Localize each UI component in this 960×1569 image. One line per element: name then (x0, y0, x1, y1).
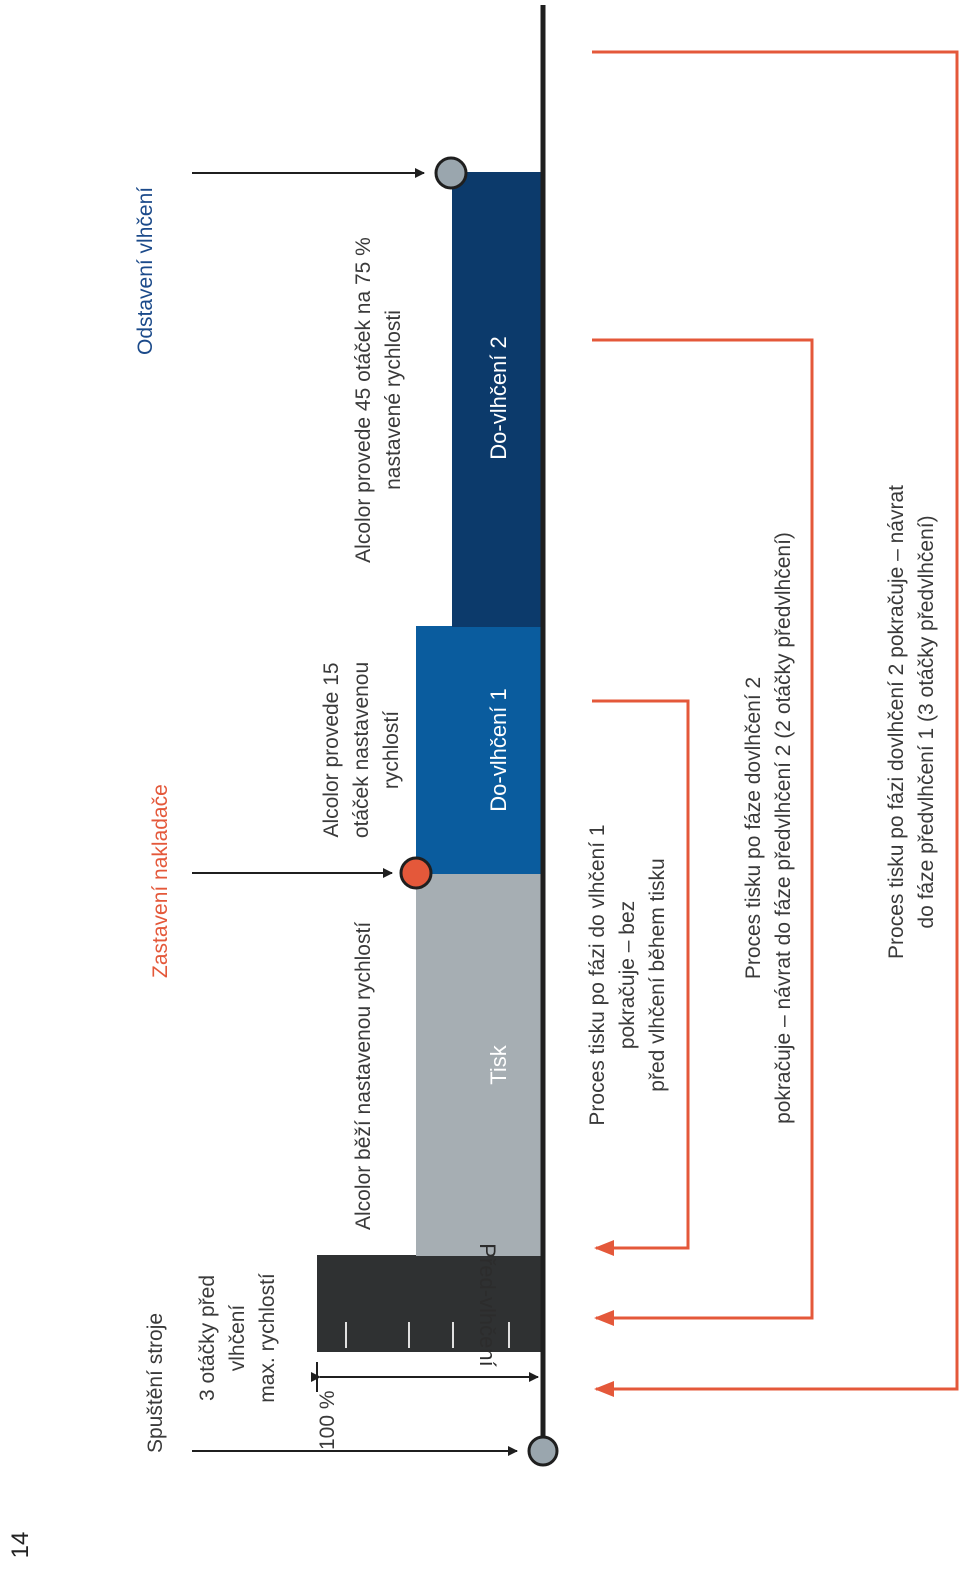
svg-text:před vlhčení během tisku: před vlhčení během tisku (646, 858, 669, 1091)
percent-label: 100 % (316, 1390, 339, 1450)
normal-speed-note: Alcolor běží nastavenou rychlostí (352, 922, 375, 1230)
svg-text:rychlostí: rychlostí (380, 711, 403, 789)
return-arrow-2 (592, 338, 814, 1326)
phase-label-after-dampening-1: Do-vlhčení 1 (486, 688, 511, 812)
feeder-stop-marker (399, 856, 433, 890)
after-dampening-2-note: Alcolor provede 45 otáček na 75 % nastav… (352, 237, 405, 563)
after-dampening-1-note: Alcolor provede 15 otáček nastavenou ryc… (320, 662, 403, 838)
svg-text:otáček nastavenou: otáček nastavenou (350, 662, 373, 838)
return-arrow-1 (592, 699, 690, 1256)
svg-text:3 otáčky před: 3 otáčky před (196, 1275, 219, 1401)
phase-bar-after-dampening-1 (416, 626, 543, 874)
return-note-3: Proces tisku po fázi dovlhčení 2 pokraču… (885, 485, 938, 959)
phase-label-pre-dampening: Před-vlhčení (475, 1243, 500, 1367)
return-note-1: Proces tisku po fázi do vlhčení 1 pokrač… (586, 824, 669, 1125)
phase-label-after-dampening-2: Do-vlhčení 2 (486, 336, 511, 460)
dampening-stop-marker (434, 156, 468, 190)
phase-bar-pre-dampening (317, 1255, 543, 1352)
feeder-stop-label: Zastavení nakladače (149, 784, 172, 978)
svg-text:do fáze předvlhčení 1 (3 otáčk: do fáze předvlhčení 1 (3 otáčky předvlhč… (915, 515, 938, 928)
svg-text:Proces tisku po fázi dovlhčení: Proces tisku po fázi dovlhčení 2 pokraču… (885, 485, 908, 959)
dampening-stop-label: Odstavení vlhčení (134, 187, 157, 355)
svg-text:Proces tisku po fáze dovlhčení: Proces tisku po fáze dovlhčení 2 (742, 677, 765, 979)
svg-text:pokračuje – návrat do fáze pře: pokračuje – návrat do fáze předvlhčení 2… (772, 532, 795, 1124)
page-number: 14 (7, 1532, 34, 1559)
phase-label-print: Tisk (486, 1044, 511, 1085)
return-arrow-3 (592, 50, 959, 1397)
percent-bracket (311, 1362, 539, 1392)
svg-text:nastavené rychlosti: nastavené rychlosti (382, 310, 405, 490)
phase-bar-after-dampening-2 (452, 172, 543, 627)
svg-text:vlhčení: vlhčení (226, 1305, 249, 1372)
svg-text:Alcolor provede 45 otáček na 7: Alcolor provede 45 otáček na 75 % (352, 237, 375, 563)
phase-bar-print (416, 873, 543, 1256)
svg-text:Proces tisku po fázi do vlhčen: Proces tisku po fázi do vlhčení 1 (586, 824, 609, 1125)
pre-dampening-note: 3 otáčky před vlhčení max. rychlostí (196, 1273, 279, 1403)
return-note-2: Proces tisku po fáze dovlhčení 2 pokraču… (742, 532, 795, 1124)
svg-text:pokračuje – bez: pokračuje – bez (616, 901, 639, 1049)
machine-start-label: Spuštění stroje (144, 1313, 167, 1453)
machine-start-marker (527, 1435, 559, 1467)
svg-text:Alcolor provede 15: Alcolor provede 15 (320, 662, 343, 837)
svg-text:max. rychlostí: max. rychlostí (256, 1273, 279, 1403)
pre-dampening-dashes (345, 1322, 510, 1348)
